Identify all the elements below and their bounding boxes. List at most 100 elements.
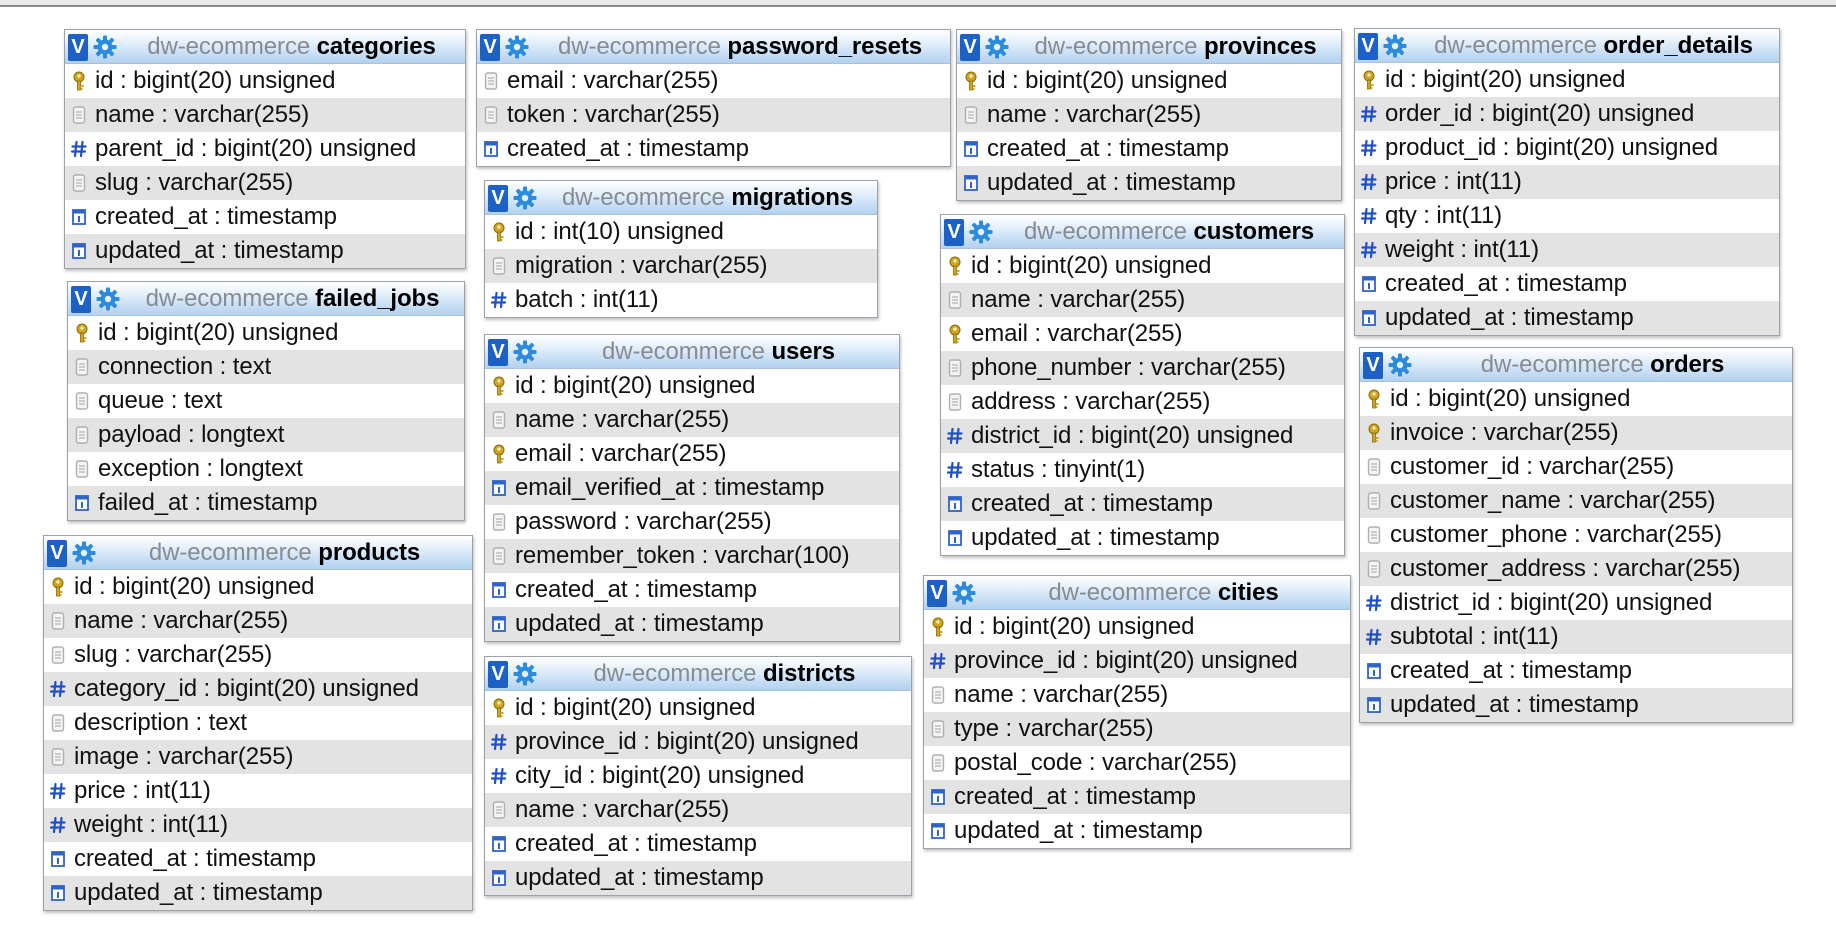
gear-icon[interactable] [982,32,1012,62]
field-row[interactable]: district_id : bigint(20) unsigned [941,419,1344,453]
field-row[interactable]: created_at : timestamp [924,780,1350,814]
field-row[interactable]: customer_id : varchar(255) [1360,450,1792,484]
field-row[interactable]: subtotal : int(11) [1360,620,1792,654]
field-row[interactable]: updated_at : timestamp [44,876,472,910]
collapse-toggle-button[interactable]: V [1363,351,1383,379]
collapse-toggle-button[interactable]: V [1358,32,1378,60]
field-row[interactable]: created_at : timestamp [65,200,465,234]
gear-icon[interactable] [1380,31,1410,61]
collapse-toggle-button[interactable]: V [960,33,980,61]
field-row[interactable]: parent_id : bigint(20) unsigned [65,132,465,166]
field-row[interactable]: updated_at : timestamp [924,814,1350,848]
field-row[interactable]: id : bigint(20) unsigned [1360,382,1792,416]
field-row[interactable]: slug : varchar(255) [44,638,472,672]
field-row[interactable]: id : bigint(20) unsigned [485,691,911,725]
collapse-toggle-button[interactable]: V [71,285,91,313]
collapse-toggle-button[interactable]: V [480,33,500,61]
field-row[interactable]: qty : int(11) [1355,199,1779,233]
field-row[interactable]: email : varchar(255) [477,64,950,98]
field-row[interactable]: updated_at : timestamp [1355,301,1779,335]
gear-icon[interactable] [966,217,996,247]
field-row[interactable]: description : text [44,706,472,740]
field-row[interactable]: order_id : bigint(20) unsigned [1355,97,1779,131]
field-row[interactable]: name : varchar(255) [941,283,1344,317]
field-row[interactable]: email_verified_at : timestamp [485,471,899,505]
field-row[interactable]: id : bigint(20) unsigned [1355,63,1779,97]
field-row[interactable]: queue : text [68,384,464,418]
field-row[interactable]: customer_phone : varchar(255) [1360,518,1792,552]
field-row[interactable]: name : varchar(255) [485,793,911,827]
gear-icon[interactable] [949,578,979,608]
gear-icon[interactable] [502,32,532,62]
field-row[interactable]: exception : longtext [68,452,464,486]
field-row[interactable]: name : varchar(255) [485,403,899,437]
field-row[interactable]: batch : int(11) [485,283,877,317]
field-row[interactable]: created_at : timestamp [485,827,911,861]
field-row[interactable]: status : tinyint(1) [941,453,1344,487]
field-row[interactable]: updated_at : timestamp [485,607,899,641]
gear-icon[interactable] [510,337,540,367]
collapse-toggle-button[interactable]: V [488,338,508,366]
field-row[interactable]: category_id : bigint(20) unsigned [44,672,472,706]
field-row[interactable]: remember_token : varchar(100) [485,539,899,573]
field-row[interactable]: weight : int(11) [1355,233,1779,267]
field-row[interactable]: customer_address : varchar(255) [1360,552,1792,586]
field-row[interactable]: updated_at : timestamp [485,861,911,895]
field-row[interactable]: created_at : timestamp [957,132,1341,166]
field-row[interactable]: postal_code : varchar(255) [924,746,1350,780]
field-row[interactable]: id : bigint(20) unsigned [941,249,1344,283]
collapse-toggle-button[interactable]: V [944,218,964,246]
field-row[interactable]: token : varchar(255) [477,98,950,132]
field-row[interactable]: product_id : bigint(20) unsigned [1355,131,1779,165]
gear-icon[interactable] [93,284,123,314]
collapse-toggle-button[interactable]: V [488,660,508,688]
field-row[interactable]: created_at : timestamp [941,487,1344,521]
field-row[interactable]: type : varchar(255) [924,712,1350,746]
field-row[interactable]: updated_at : timestamp [65,234,465,268]
field-row[interactable]: id : bigint(20) unsigned [924,610,1350,644]
collapse-toggle-button[interactable]: V [68,33,88,61]
field-row[interactable]: price : int(11) [44,774,472,808]
gear-icon[interactable] [90,32,120,62]
field-row[interactable]: created_at : timestamp [477,132,950,166]
field-row[interactable]: weight : int(11) [44,808,472,842]
field-row[interactable]: address : varchar(255) [941,385,1344,419]
collapse-toggle-button[interactable]: V [47,539,67,567]
gear-icon[interactable] [510,659,540,689]
field-row[interactable]: name : varchar(255) [957,98,1341,132]
field-row[interactable]: name : varchar(255) [924,678,1350,712]
field-row[interactable]: failed_at : timestamp [68,486,464,520]
field-row[interactable]: updated_at : timestamp [957,166,1341,200]
field-row[interactable]: id : bigint(20) unsigned [65,64,465,98]
field-row[interactable]: name : varchar(255) [65,98,465,132]
gear-icon[interactable] [510,183,540,213]
field-row[interactable]: id : bigint(20) unsigned [68,316,464,350]
field-row[interactable]: payload : longtext [68,418,464,452]
field-row[interactable]: invoice : varchar(255) [1360,416,1792,450]
field-row[interactable]: province_id : bigint(20) unsigned [924,644,1350,678]
field-row[interactable]: slug : varchar(255) [65,166,465,200]
field-row[interactable]: email : varchar(255) [941,317,1344,351]
field-row[interactable]: price : int(11) [1355,165,1779,199]
field-row[interactable]: updated_at : timestamp [1360,688,1792,722]
field-row[interactable]: created_at : timestamp [485,573,899,607]
field-row[interactable]: id : bigint(20) unsigned [957,64,1341,98]
field-row[interactable]: created_at : timestamp [44,842,472,876]
